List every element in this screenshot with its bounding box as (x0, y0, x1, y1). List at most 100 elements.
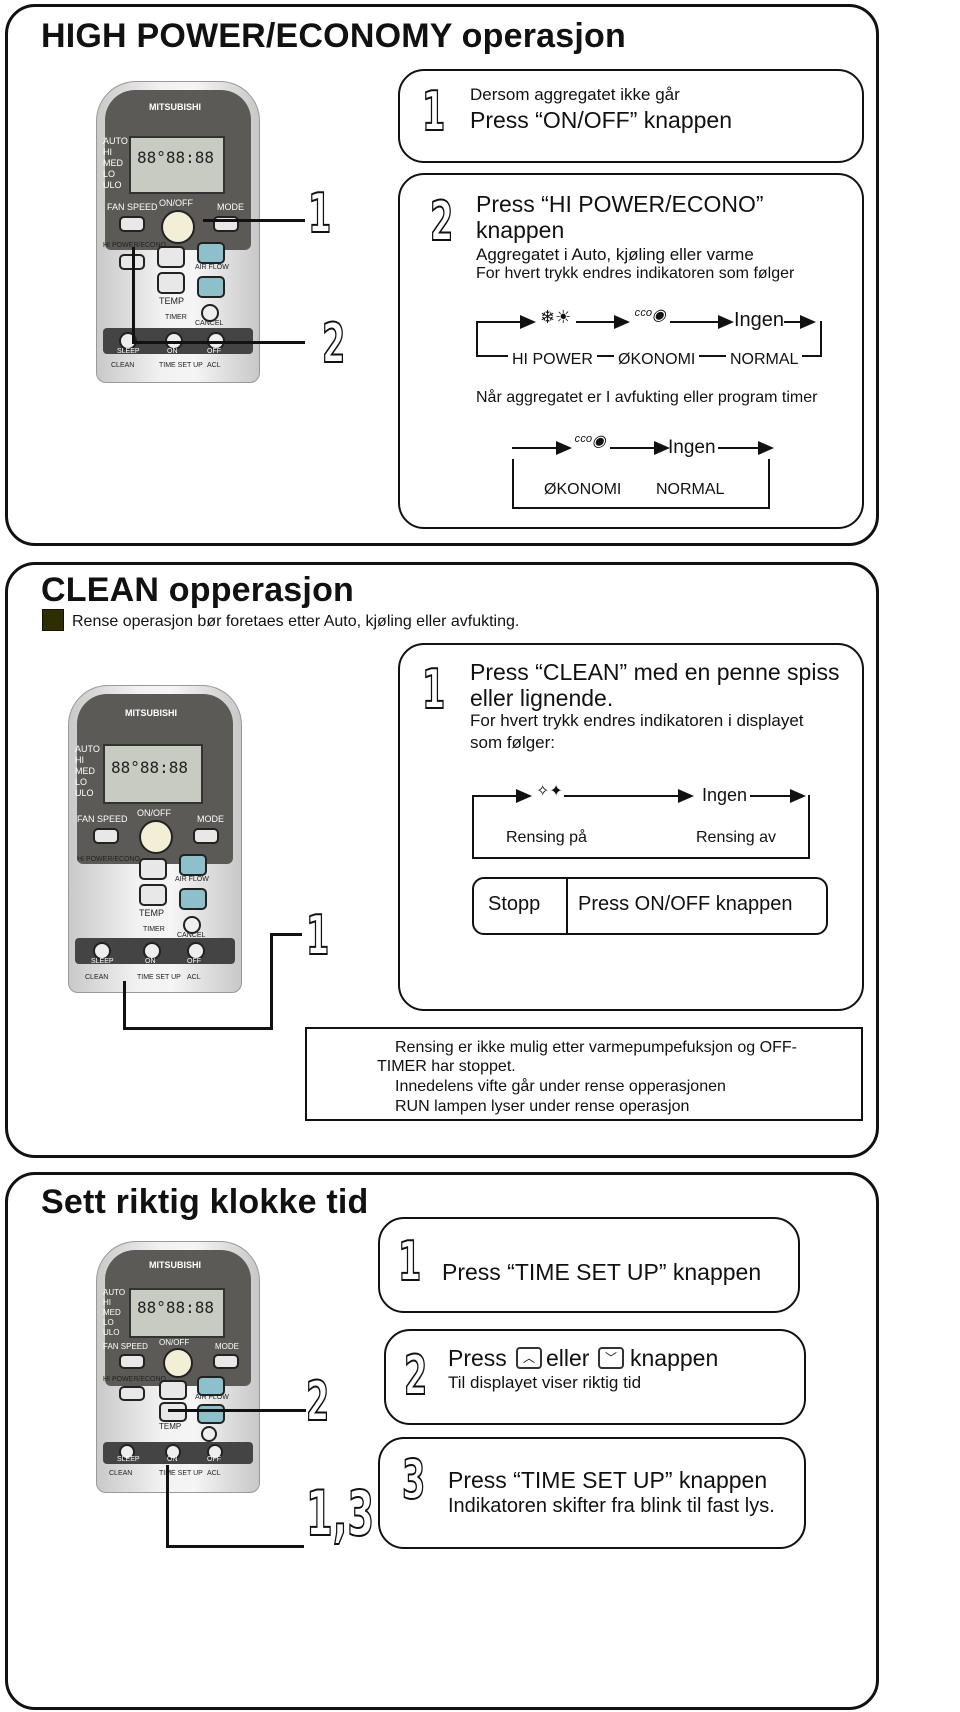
air-flow-up-button[interactable] (197, 242, 225, 264)
step-1-box: 1 Dersom aggregatet ikke går Press “ON/O… (398, 69, 864, 163)
cancel-button[interactable] (201, 1426, 217, 1442)
on-off-button[interactable] (139, 820, 173, 854)
up-arrow-button-icon: ︿ (516, 1347, 542, 1369)
cancel-button[interactable] (201, 304, 219, 322)
acl-label: ACL (207, 362, 221, 369)
stop-text: Press ON/OFF knappen (578, 893, 793, 915)
timer-on-button[interactable] (165, 1444, 181, 1460)
air-flow-down-button[interactable] (179, 888, 207, 910)
step-text: Press “TIME SET UP” knappen (448, 1467, 768, 1493)
remote-brand: MITSUBISHI (149, 102, 202, 112)
on-off-label: ON/OFF (159, 1338, 190, 1347)
off-label: OFF (207, 348, 221, 355)
off-label: OFF (207, 1456, 221, 1463)
note-line: Innedelens vifte går under rense opperas… (395, 1078, 726, 1095)
intro-square-icon (42, 609, 64, 631)
temp-down-button[interactable] (157, 272, 185, 294)
none-indicator: Ingen (734, 309, 785, 331)
section-title: CLEAN opperasjon (41, 571, 355, 609)
fan-speed-label: FAN SPEED (103, 1342, 148, 1351)
note-line: TIMER har stoppet. (377, 1058, 516, 1075)
cycle-label: Rensing på (506, 829, 587, 846)
air-flow-up-button[interactable] (179, 854, 207, 876)
leader-line (166, 1465, 169, 1547)
timer-off-button[interactable] (187, 942, 205, 960)
on-off-button[interactable] (163, 1348, 193, 1378)
step-2-box: 2 Press ︿ eller ﹀ knappen Til displayet … (384, 1329, 806, 1425)
cycle-label: HI POWER (508, 351, 597, 369)
fan-speed-button[interactable] (93, 828, 119, 844)
sleep-button[interactable] (119, 1444, 135, 1460)
air-flow-down-button[interactable] (197, 276, 225, 298)
cycle-label: ØKONOMI (614, 351, 700, 369)
mode-button[interactable] (193, 828, 219, 844)
indicator-cycle: ✧✦ Ingen Rensing på Rensing av (400, 645, 862, 1009)
acl-label: ACL (187, 974, 201, 981)
step-number: 1 (421, 80, 446, 143)
on-label: ON (167, 348, 178, 355)
leader-line (203, 219, 305, 222)
time-up-button[interactable] (159, 1380, 187, 1400)
on-off-label: ON/OFF (137, 808, 171, 818)
callout-number: 1 (305, 904, 330, 967)
mode-label: MODE (215, 1342, 239, 1351)
leader-line (270, 933, 302, 936)
air-flow-up-button[interactable] (197, 1376, 225, 1396)
leader-line (132, 341, 305, 344)
on-label: ON (145, 958, 156, 965)
time-down-button[interactable] (159, 1402, 187, 1422)
temp-up-button[interactable] (157, 246, 185, 268)
step-text: Press “HI POWER/ECONO” (476, 191, 764, 217)
temp-up-button[interactable] (139, 858, 167, 880)
step-text: eller (546, 1345, 590, 1371)
temp-label: TEMP (139, 908, 165, 918)
temp-label: TEMP (159, 296, 185, 306)
section-clock: Sett riktig klokke tid MITSUBISHI 88°88:… (5, 1172, 879, 1710)
fan-speed-button[interactable] (119, 216, 145, 232)
notes-box: Rensing er ikke mulig etter varmepumpefu… (305, 1027, 863, 1121)
callout-number: 1 (307, 182, 332, 245)
cycle-label: Rensing av (696, 829, 777, 846)
remote-display: 88°88:88 (129, 136, 225, 194)
timer-label: TIMER (165, 314, 187, 321)
sleep-label: SLEEP (117, 348, 140, 355)
remote-display: 88°88:88 (103, 744, 203, 804)
note-line: RUN lampen lyser under rense operasjon (395, 1098, 690, 1115)
sleep-button[interactable] (93, 942, 111, 960)
step-number: 1 (421, 658, 446, 721)
step-text: Press “TIME SET UP” knappen (442, 1259, 762, 1285)
note-line: Rensing er ikke mulig etter varmepumpefu… (395, 1039, 797, 1056)
remote-brand: MITSUBISHI (149, 1260, 202, 1270)
mode-label: MODE (217, 202, 244, 212)
temp-label: TEMP (159, 1422, 182, 1431)
callout-number: 2 (305, 1370, 330, 1433)
timer-on-button[interactable] (143, 942, 161, 960)
leader-line (132, 247, 135, 343)
none-indicator: Ingen (702, 785, 748, 805)
section-high-power-economy: HIGH POWER/ECONOMY operasjon MITSUBISHI … (5, 4, 879, 546)
timer-off-button[interactable] (207, 1444, 223, 1460)
air-flow-down-button[interactable] (197, 1404, 225, 1424)
indicator-cycle-dehumidify: ᶜᶜᵒ◉ Ingen ØKONOMI NORMAL (400, 175, 862, 527)
mode-button[interactable] (213, 1354, 239, 1369)
step-2-box: 2 Press “HI POWER/ECONO” knappen Aggrega… (398, 173, 864, 529)
remote-display: 88°88:88 (129, 1288, 225, 1338)
section-title: Sett riktig klokke tid (41, 1183, 369, 1221)
on-off-button[interactable] (161, 210, 195, 244)
cycle-label: ØKONOMI (544, 481, 622, 498)
step-text: Indikatoren skifter fra blink til fast l… (448, 1495, 775, 1517)
step-text: Press “ON/OFF” knappen (470, 107, 733, 133)
mode-label: MODE (197, 814, 224, 824)
air-flow-label: AIR FLOW (195, 264, 229, 271)
cancel-button[interactable] (183, 916, 201, 934)
hi-power-label: HI POWER/ECONO (103, 1376, 167, 1383)
temp-down-button[interactable] (139, 884, 167, 906)
fan-button[interactable] (119, 1386, 145, 1401)
section-title: HIGH POWER/ECONOMY operasjon (41, 17, 626, 55)
fan-speed-button[interactable] (119, 1354, 145, 1369)
